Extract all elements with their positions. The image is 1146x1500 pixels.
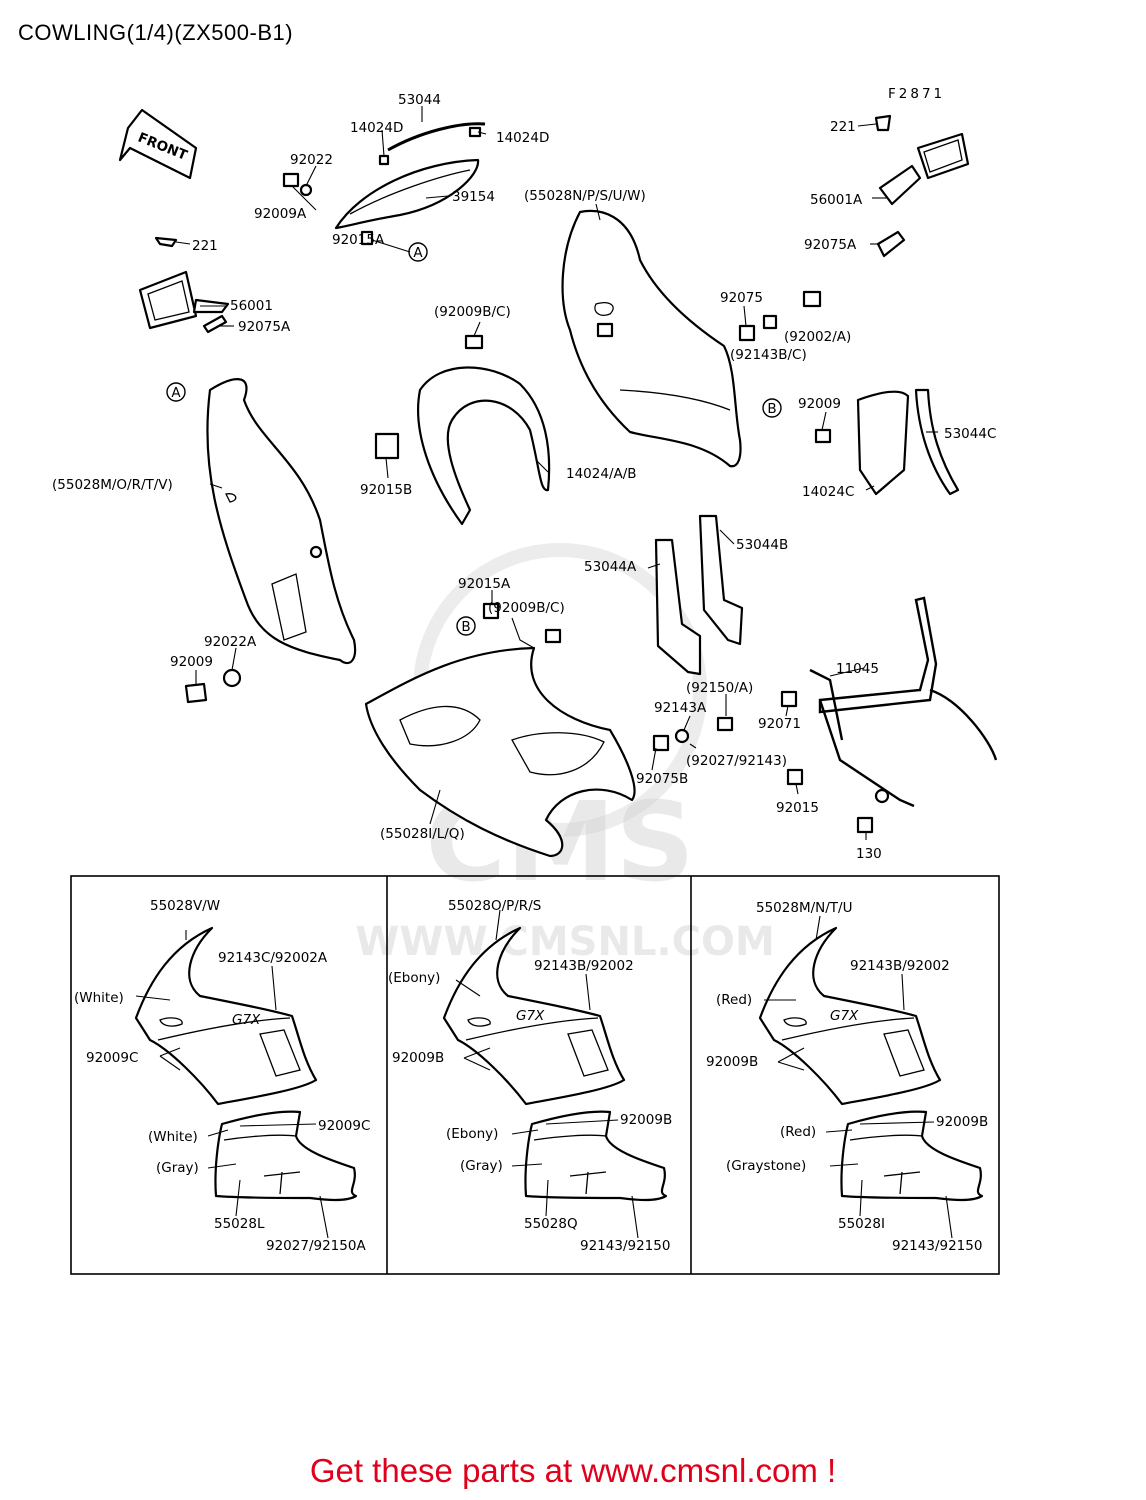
panel2-side-bolt: 92009B [392,1050,444,1066]
left-mirror [138,236,230,334]
label-92143a: 92143A [654,700,707,716]
panel2-lower-color2: (Gray) [460,1158,503,1174]
label-39154: 39154 [452,189,495,205]
side-panels [814,388,960,496]
panel1-side-bolt: 92009C [86,1050,138,1066]
label-92009-right: 92009 [798,396,841,412]
label-92015a-top: 92015A [332,232,385,248]
label-92075: 92075 [720,290,763,306]
label-55028ilq: (55028I/L/Q) [380,826,465,842]
panel1-lower-color2: (Gray) [156,1160,199,1176]
watermark-url: WWW.CMSNL.COM [355,919,775,965]
label-92075a-right: 92075A [804,237,857,253]
variant-panel-1: G7X 55028V/W 92143C/92002A (White) 92009… [74,898,370,1254]
panel1-lower-fastener: 92027/92150A [266,1238,366,1254]
variant-panels: G7X 55028V/W 92143C/92002A (White) 92009… [70,875,1000,1275]
panel3-lower-color: (Red) [780,1124,816,1140]
panel3-lower-fastener: 92143/92150 [892,1238,982,1254]
svg-text:A: A [171,385,181,401]
panel2-lower-part: 55028Q [524,1216,578,1232]
g7x-badge: G7X [516,1008,545,1024]
upper-right-fairing [561,209,822,468]
label-14024d-2: 14024D [496,130,549,146]
panel3-lower-part: 55028I [838,1216,885,1232]
label-55028npsuw: (55028N/P/S/U/W) [524,188,646,204]
variant-panel-3: G7X 55028M/N/T/U 92143B/92002 (Red) 9200… [706,900,988,1254]
panel2-lower-color: (Ebony) [446,1126,498,1142]
label-53044a: 53044A [584,559,637,575]
panel2-upper-fastener: 92143B/92002 [534,958,634,974]
label-92015b: 92015B [360,482,412,498]
panel3-title: 55028M/N/T/U [756,900,852,916]
panel3-lower-bolt: 92009B [936,1114,988,1130]
label-53044b: 53044B [736,537,788,553]
label-14024d-1: 14024D [350,120,403,136]
inner-cover [374,334,551,526]
label-92015: 92015 [776,800,819,816]
panel3-side-bolt: 92009B [706,1054,758,1070]
panel2-title: 55028O/P/R/S [448,898,541,914]
label-92009-left: 92009 [170,654,213,670]
label-92015a-mid: 92015A [458,576,511,592]
label-92022: 92022 [290,152,333,168]
label-53044c: 53044C [944,426,996,442]
label-92002a: (92002/A) [784,329,851,345]
panel2-lower-bolt: 92009B [620,1112,672,1128]
leader-lines [175,106,938,840]
panel3-upper-color: (Red) [716,992,752,1008]
panel3-lower-color2: (Graystone) [726,1158,806,1174]
footer-link[interactable]: Get these parts at www.cmsnl.com ! [309,1452,837,1489]
label-92022a: 92022A [204,634,257,650]
panel1-lower-color: (White) [148,1129,198,1145]
parts-diagram: CMS WWW.CMSNL.COM F2871 FRONT [52,86,1000,1275]
label-92075b: 92075B [636,771,688,787]
panel1-upper-fastener: 92143C/92002A [218,950,328,966]
panel1-upper-color: (White) [74,990,124,1006]
label-92071: 92071 [758,716,801,732]
variant-panel-2: G7X 55028O/P/R/S 92143B/92002 (Ebony) 92… [388,898,672,1254]
right-mirror [874,114,970,258]
panel2-lower-fastener: 92143/92150 [580,1238,670,1254]
g7x-badge: G7X [232,1012,261,1028]
panel1-title: 55028V/W [150,898,220,914]
label-92150a: (92150/A) [686,680,753,696]
upper-left-fairing [184,378,357,704]
label-55028mortv: (55028M/O/R/T/V) [52,477,173,493]
label-92009bc-top: (92009B/C) [434,304,511,320]
svg-text:B: B [461,619,470,635]
g7x-badge: G7X [830,1008,859,1024]
callout-b-icon: B B [456,398,782,636]
windscreen [282,122,486,246]
panel3-upper-fastener: 92143B/92002 [850,958,950,974]
ref-code: F2871 [888,86,945,102]
front-arrow-icon: FRONT [118,108,198,180]
label-221-right: 221 [830,119,856,135]
svg-text:A: A [413,245,423,261]
label-130: 130 [856,846,882,862]
label-92143bc: (92143B/C) [730,347,807,363]
label-14024ab: 14024/A/B [566,466,637,482]
panel2-upper-color: (Ebony) [388,970,440,986]
svg-text:B: B [767,401,776,417]
label-14024c: 14024C [802,484,854,500]
label-221-left: 221 [192,238,218,254]
panel1-lower-part: 55028L [214,1216,265,1232]
label-92009bc-mid: (92009B/C) [488,600,565,616]
cowling-stay-frame [780,596,998,834]
label-53044: 53044 [398,92,441,108]
panel1-lower-bolt: 92009C [318,1118,370,1134]
label-92027-92143: (92027/92143) [686,753,787,769]
label-56001: 56001 [230,298,273,314]
label-11045: 11045 [836,661,879,677]
part-labels: 53044 14024D 14024D 92022 39154 92009A 9… [52,92,996,862]
label-92009a: 92009A [254,206,307,222]
label-56001a: 56001A [810,192,863,208]
label-92075a-left: 92075A [238,319,291,335]
page-title: COWLING(1/4)(ZX500-B1) [18,20,294,45]
side-strips [654,514,744,676]
callout-a-icon: A A [166,242,428,402]
